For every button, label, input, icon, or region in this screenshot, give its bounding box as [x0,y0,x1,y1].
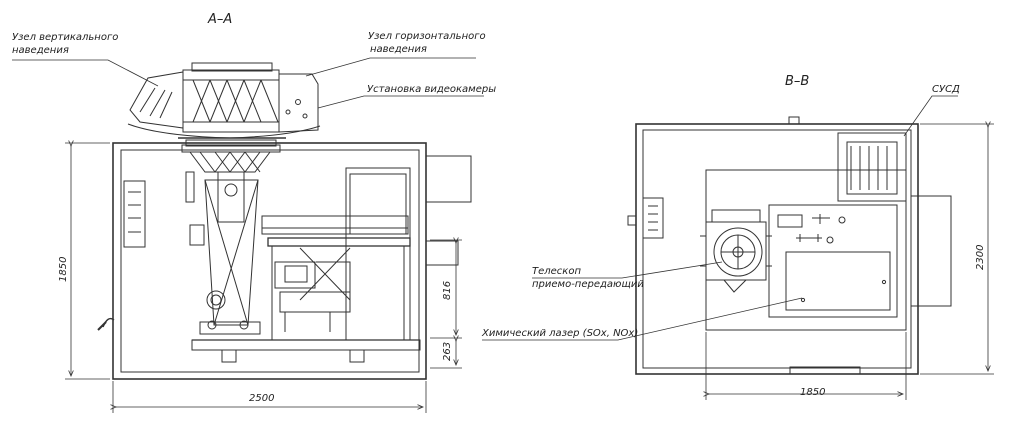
equipment-platform [261,215,411,340]
left-wall-box [642,197,664,239]
dim-aa-upper: 816 [442,280,453,300]
callout-telescope-line2: приемо-передающий [532,279,644,290]
roof-truss [189,151,271,173]
callout-horizontal-unit-line1: Узел горизонтального [368,31,486,42]
section-aa-dimensions [65,143,462,413]
laser-box [785,251,891,311]
callout-laser: Химический лазер (SOx, NOx) [482,328,639,339]
susd-unit [837,132,907,202]
dim-aa-height: 1850 [58,256,69,282]
air-conditioner-bb [910,195,952,307]
dim-aa-width: 2500 [249,393,275,404]
callout-susd: СУСД [932,84,960,95]
container-aa-inner [120,149,420,373]
callout-horizontal-unit-line2: наведения [370,44,427,55]
control-cabinet [123,180,146,248]
dim-bb-width: 1850 [800,387,826,398]
telescope [700,209,772,293]
section-aa-title: А–А [208,12,233,27]
section-aa-drawing [97,62,472,380]
section-bb-title: В–В [785,74,810,89]
container-aa-outer [112,142,427,380]
callout-vertical-unit-line2: наведения [12,45,69,56]
callout-vertical-unit-line1: Узел вертикального [12,32,119,43]
container-bb-outer [635,123,919,375]
upper-pointing-unit [127,62,321,147]
container-bb-inner [642,129,912,369]
callout-camera: Установка видеокамеры [367,84,497,95]
dim-aa-lower: 263 [442,341,453,361]
dim-bb-height: 2300 [975,244,986,270]
air-conditioner [425,155,472,203]
section-aa-leaders [12,57,484,109]
section-bb-drawing [627,116,952,375]
section-bb-dimensions [706,124,994,400]
central-column [185,171,261,335]
right-rack [345,167,411,340]
callout-telescope-line1: Телескоп [532,266,581,277]
section-bb-leaders [482,95,958,341]
